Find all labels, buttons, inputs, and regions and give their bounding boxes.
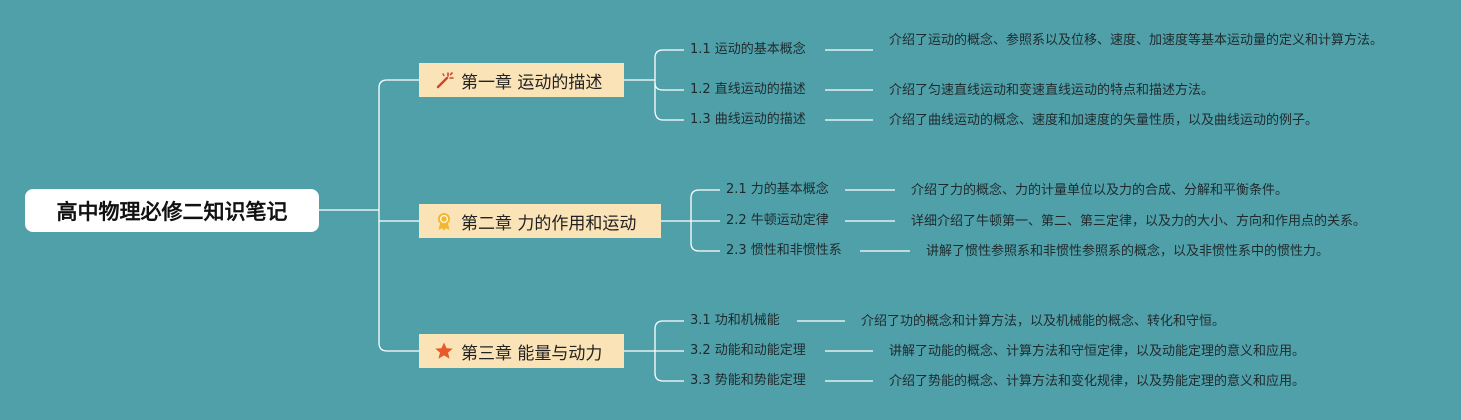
section-2-1-label[interactable]: 2.1 力的基本概念: [726, 182, 829, 197]
section-2-3-connector: [690, 221, 720, 252]
section-1-3-label[interactable]: 1.3 曲线运动的描述: [690, 112, 806, 127]
star-icon: [433, 340, 455, 362]
section-1-3-desc[interactable]: 介绍了曲线运动的概念、速度和加速度的矢量性质，以及曲线运动的例子。: [889, 113, 1319, 128]
chapter-2-label: 第二章 力的作用和运动: [461, 213, 637, 234]
chapter-1-connector: [378, 79, 419, 210]
section-2-3-desc[interactable]: 讲解了惯性参照系和非惯性参照系的概念，以及非惯性系中的惯性力。: [926, 244, 1330, 259]
section-1-2-desc[interactable]: 介绍了匀速直线运动和变速直线运动的特点和描述方法。: [889, 83, 1215, 98]
chapter-3-connector: [378, 210, 419, 352]
magic-wand-icon: [433, 69, 455, 91]
section-1-1-desc[interactable]: 介绍了运动的概念、参照系以及位移、速度、加速度等基本运动量的定义和计算方法。: [889, 33, 1384, 48]
root-topic[interactable]: 高中物理必修二知识笔记: [25, 189, 319, 232]
section-3-3-desc[interactable]: 介绍了势能的概念、计算方法和变化规律，以及势能定理的意义和应用。: [889, 374, 1306, 389]
section-2-1-desc[interactable]: 介绍了力的概念、力的计量单位以及力的合成、分解和平衡条件。: [911, 183, 1289, 198]
section-1-2-curve: [654, 82, 684, 91]
section-2-3-label[interactable]: 2.3 惯性和非惯性系: [726, 243, 842, 258]
section-3-3-label[interactable]: 3.3 势能和势能定理: [690, 373, 806, 388]
section-3-1-desc[interactable]: 介绍了功的概念和计算方法，以及机械能的概念、转化和守恒。: [861, 314, 1226, 329]
section-3-2-label[interactable]: 3.2 动能和动能定理: [690, 343, 806, 358]
section-1-3-connector: [654, 109, 684, 121]
chapter-2-topic[interactable]: 第二章 力的作用和运动: [419, 204, 661, 238]
chapter-3-label: 第三章 能量与动力: [461, 343, 603, 364]
section-2-2-label[interactable]: 2.2 牛顿运动定律: [726, 213, 829, 228]
section-2-1-connector: [690, 189, 720, 221]
section-1-1-connector: [654, 49, 684, 80]
chapter-1-label: 第一章 运动的描述: [461, 72, 603, 93]
chapter-3-topic[interactable]: 第三章 能量与动力: [419, 334, 624, 368]
award-medal-icon: [433, 210, 455, 232]
chapter-1-topic[interactable]: 第一章 运动的描述: [419, 63, 624, 97]
section-1-1-label[interactable]: 1.1 运动的基本概念: [690, 42, 806, 57]
section-3-3-connector: [654, 351, 684, 382]
section-3-1-label[interactable]: 3.1 功和机械能: [690, 313, 780, 328]
section-1-2-label[interactable]: 1.2 直线运动的描述: [690, 82, 806, 97]
section-2-2-desc[interactable]: 详细介绍了牛顿第一、第二、第三定律，以及力的大小、方向和作用点的关系。: [911, 214, 1367, 229]
section-3-1-connector: [654, 320, 684, 351]
section-3-2-desc[interactable]: 讲解了动能的概念、计算方法和守恒定律，以及动能定理的意义和应用。: [889, 344, 1306, 359]
root-topic-label: 高中物理必修二知识笔记: [56, 199, 288, 224]
